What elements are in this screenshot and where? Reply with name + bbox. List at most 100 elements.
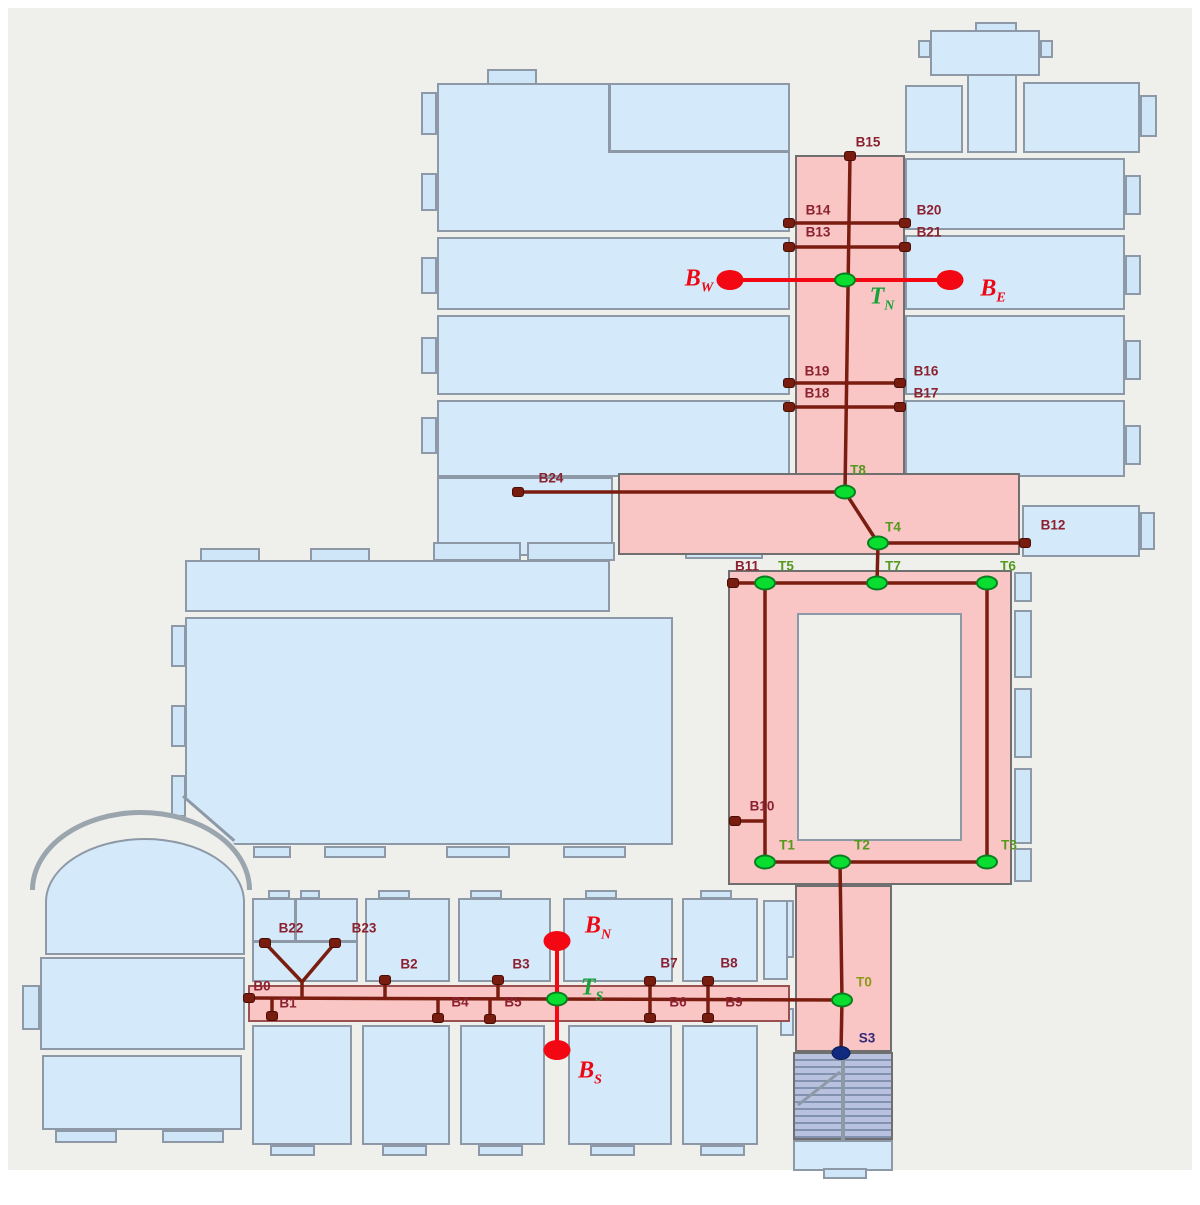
room: [185, 560, 610, 612]
room-tab: [590, 1145, 635, 1156]
corridor-stairwell-link: [795, 885, 892, 1052]
node-B11: [727, 578, 739, 588]
room: [437, 400, 790, 477]
label-T0: T0: [856, 974, 872, 990]
label-BW: BW: [684, 265, 714, 296]
room: [967, 73, 1017, 153]
room-tab: [171, 705, 186, 747]
room-tab: [382, 1145, 427, 1156]
label-T6: T6: [1000, 558, 1016, 574]
room: [905, 85, 963, 153]
node-BE: [936, 270, 964, 290]
node-B14: [783, 218, 795, 228]
room-tab: [1014, 688, 1032, 758]
room-tab: [310, 548, 370, 562]
wall: [252, 940, 358, 943]
edge: [797, 1070, 841, 1107]
edge: [839, 999, 844, 1054]
room-tab: [324, 846, 386, 858]
node-B15: [844, 151, 856, 161]
label-B5: B5: [504, 994, 522, 1010]
room: [905, 400, 1125, 477]
room: [905, 158, 1125, 230]
room-tab: [1014, 610, 1032, 678]
node-B1: [266, 1011, 278, 1021]
room-tab: [270, 1145, 315, 1156]
room: [40, 957, 245, 1050]
node-BN: [543, 931, 571, 951]
label-BS: BS: [578, 1057, 602, 1088]
node-T1: [754, 854, 776, 870]
room-tab: [171, 625, 186, 667]
node-B8: [702, 976, 714, 986]
room-tab: [470, 890, 502, 899]
node-B16: [894, 378, 906, 388]
node-B0: [243, 993, 255, 1003]
courtyard: [797, 613, 962, 841]
label-B8: B8: [720, 955, 738, 971]
room-tab: [1125, 425, 1141, 465]
node-B13: [783, 242, 795, 252]
room-tab: [200, 548, 260, 562]
room-tab: [421, 92, 437, 135]
node-B10: [729, 816, 741, 826]
node-B17: [894, 402, 906, 412]
room-tab: [823, 1168, 867, 1179]
room-tab: [433, 542, 521, 561]
node-T4: [867, 535, 889, 551]
label-T2: T2: [854, 837, 870, 853]
label-B15: B15: [855, 134, 881, 150]
room: [568, 1025, 672, 1145]
room: [185, 617, 673, 845]
label-B7: B7: [660, 955, 678, 971]
label-T5: T5: [778, 558, 794, 574]
label-B1: B1: [279, 995, 297, 1011]
node-BW: [716, 270, 744, 290]
room-tab: [300, 890, 320, 899]
label-B4: B4: [451, 994, 469, 1010]
room: [460, 1025, 545, 1145]
edge: [843, 491, 880, 544]
node-T5: [754, 575, 776, 591]
label-B10: B10: [749, 798, 775, 814]
room: [437, 315, 790, 395]
label-B9: B9: [725, 994, 743, 1010]
room-tab: [421, 173, 437, 211]
label-BN: BN: [584, 912, 612, 943]
node-TN: [834, 272, 856, 288]
label-B16: B16: [913, 363, 939, 379]
room-tab: [1125, 255, 1141, 295]
room: [1023, 82, 1140, 153]
node-B6: [644, 1013, 656, 1023]
room-tab: [478, 1145, 523, 1156]
dome-hall: [45, 838, 245, 955]
label-B12: B12: [1040, 517, 1066, 533]
wall: [608, 83, 611, 153]
room: [252, 1025, 352, 1145]
room-tab: [421, 257, 437, 294]
label-B17: B17: [913, 385, 939, 401]
node-B18: [783, 402, 795, 412]
room-tab: [421, 417, 437, 454]
label-S3: S3: [858, 1030, 876, 1046]
label-B11: B11: [734, 558, 760, 574]
room: [365, 898, 450, 982]
room-tab: [1014, 572, 1032, 602]
room-tab: [446, 846, 510, 858]
room: [682, 898, 758, 982]
node-TS: [546, 991, 568, 1007]
room: [362, 1025, 450, 1145]
label-B19: B19: [804, 363, 830, 379]
node-B21: [899, 242, 911, 252]
node-B12: [1019, 538, 1031, 548]
room-tab: [585, 890, 617, 899]
room-tab: [487, 69, 537, 85]
node-T2: [829, 854, 851, 870]
node-T8: [834, 484, 856, 500]
edge: [300, 941, 337, 984]
label-T7: T7: [885, 558, 901, 574]
room-tab: [1040, 40, 1053, 58]
label-B21: B21: [916, 224, 942, 240]
room-tab: [918, 40, 931, 58]
node-B19: [783, 378, 795, 388]
